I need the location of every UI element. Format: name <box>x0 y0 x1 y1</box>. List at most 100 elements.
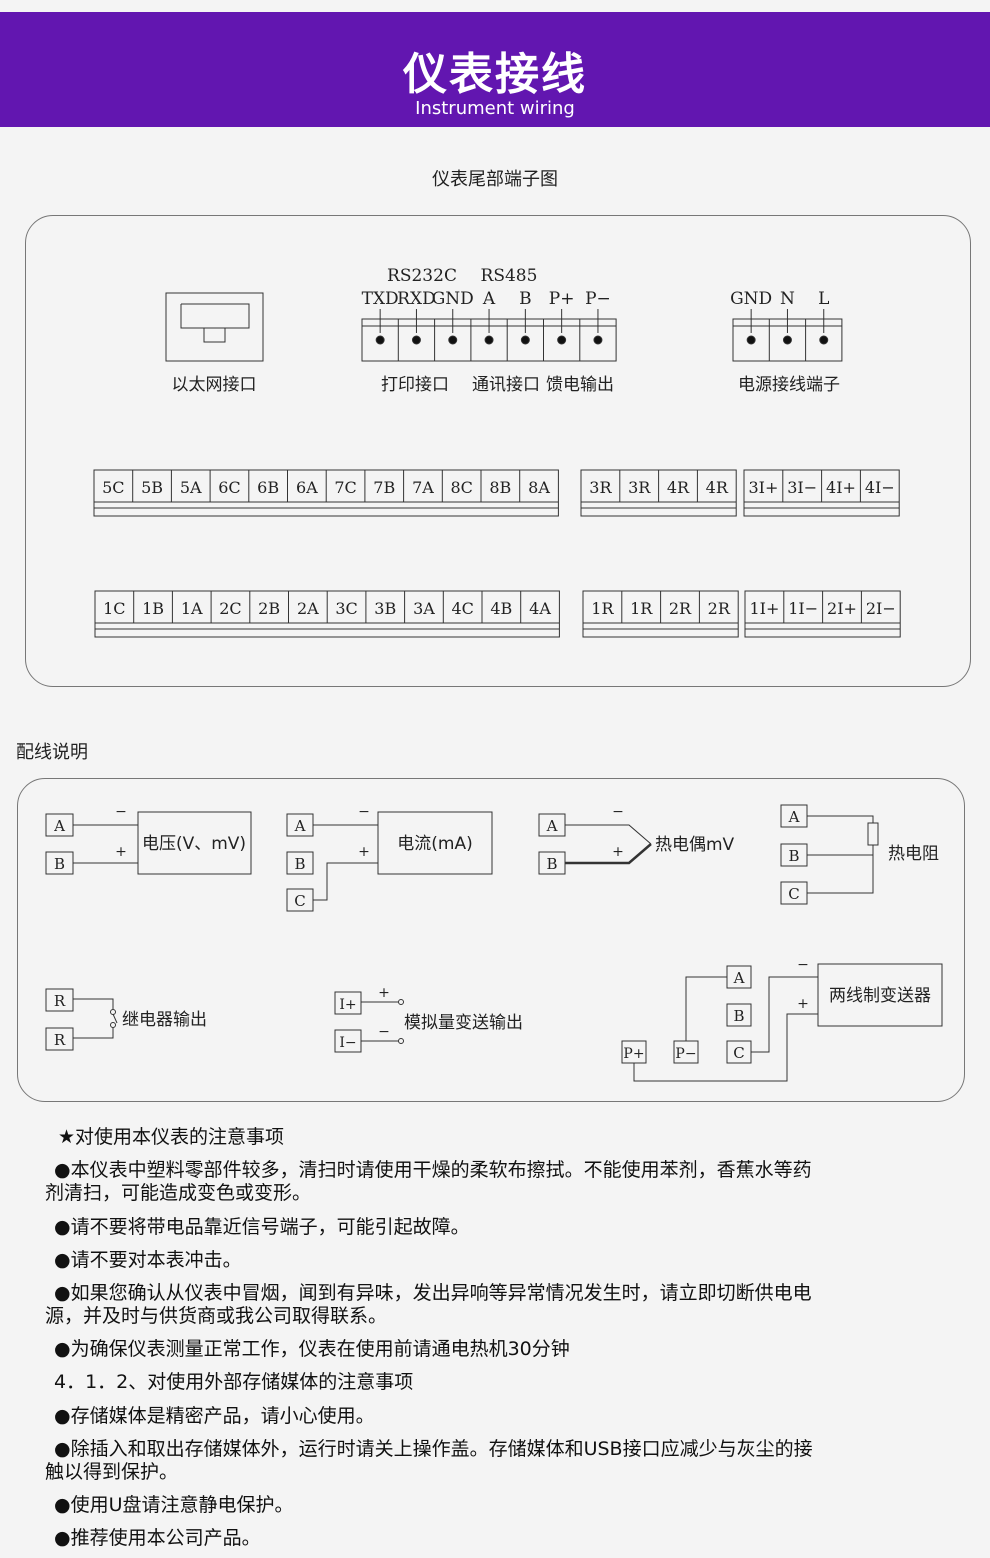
note-line: ●请不要对本表冲击。 <box>54 1249 242 1271</box>
note-line: ●本仪表中塑料零部件较多，清扫时请使用干燥的柔软布擦拭。不能使用苯剂，香蕉水等药 <box>54 1159 812 1181</box>
thermocouple-term-b: B <box>546 855 557 873</box>
voltage-sign-minus: − <box>115 804 127 820</box>
rs485-label: RS485 <box>481 266 538 286</box>
feed-term-minus: P− <box>675 1046 696 1062</box>
terminal-label: 1A <box>181 599 203 618</box>
analog-label: 模拟量变送输出 <box>404 1013 523 1033</box>
wiring-diagram-panel: A B − + 电压(V、mV) A B C − + 电流(mA) A B <box>17 778 965 1102</box>
terminal-label: 3R <box>589 478 612 497</box>
analog-sign-minus: − <box>378 1024 390 1040</box>
thermocouple-term-a: A <box>546 817 558 835</box>
terminal-label: 6C <box>218 478 240 497</box>
terminal-label: 1R <box>591 599 614 618</box>
current-label: 电流(mA) <box>397 834 472 854</box>
thermocouple-sign-plus: + <box>612 844 624 860</box>
ethernet-port-icon <box>165 292 264 362</box>
terminal-label: 4I− <box>865 478 895 497</box>
feed-term-plus: P+ <box>623 1046 644 1062</box>
terminal-label: 2I+ <box>827 599 857 618</box>
power-pin-label: GND <box>730 289 772 309</box>
wiring-section-title: 配线说明 <box>16 742 88 763</box>
terminal-label: 1B <box>142 599 164 618</box>
terminal-label: 7C <box>334 478 356 497</box>
terminal-screw-icon <box>746 335 756 345</box>
comm-port-label: 通讯接口 <box>472 375 540 395</box>
note-line: ●推荐使用本公司产品。 <box>54 1527 261 1549</box>
transmitter-term-a: A <box>733 969 745 987</box>
transmitter-label: 两线制变送器 <box>829 986 931 1006</box>
terminal-screw-icon <box>375 335 385 345</box>
comm-pin-label: GND <box>432 289 474 309</box>
voltage-label: 电压(V、mV) <box>142 834 246 854</box>
terminal-strip-top-r: 3R 3R 4R 4R <box>580 469 737 517</box>
comm-pin-label: RXD <box>397 289 436 309</box>
rs232-label: RS232C <box>387 266 457 286</box>
terminal-label: 3R <box>628 478 651 497</box>
terminal-section-title: 仪表尾部端子图 <box>432 169 558 190</box>
header-banner: 仪表接线 Instrument wiring <box>0 12 990 127</box>
terminal-label: 4R <box>706 478 729 497</box>
analog-term-minus: I− <box>339 1035 356 1051</box>
transmitter-sign-minus: − <box>797 957 809 973</box>
current-term-b: B <box>294 855 305 873</box>
comm-pin-label: B <box>519 289 532 309</box>
power-pin-label: N <box>780 289 795 309</box>
voltage-sign-plus: + <box>115 844 127 860</box>
voltage-term-b: B <box>54 855 65 873</box>
banner-title: 仪表接线 <box>403 49 587 100</box>
rtd-label: 热电阻 <box>888 844 939 864</box>
thermocouple-sign-minus: − <box>612 804 624 820</box>
current-sign-plus: + <box>358 844 370 860</box>
wiring-diagram: A B − + 电压(V、mV) A B C − + 电流(mA) A B <box>45 804 943 1082</box>
terminal-screw-icon <box>484 335 494 345</box>
terminal-label: 3B <box>374 599 396 618</box>
rtd-wiring: A B C 热电阻 <box>780 804 939 905</box>
terminal-label: 2A <box>297 599 319 618</box>
ethernet-label: 以太网接口 <box>172 375 257 395</box>
resistor-icon <box>867 822 879 846</box>
terminal-label: 1I+ <box>749 599 779 618</box>
note-line: ●为确保仪表测量正常工作，仪表在使用前请通电热机30分钟 <box>54 1338 570 1360</box>
note-line: ●如果您确认从仪表中冒烟，闻到有异味，发出异响等异常情况发生时，请立即切断供电电 <box>54 1282 812 1304</box>
banner-subtitle: Instrument wiring <box>415 98 575 119</box>
comm-pin-label: P+ <box>549 289 575 309</box>
terminal-label: 6A <box>296 478 318 497</box>
terminal-label: 2R <box>708 599 731 618</box>
transmitter-term-c: C <box>733 1044 744 1062</box>
terminal-label: 7B <box>373 478 395 497</box>
current-term-c: C <box>294 892 305 910</box>
terminal-screw-icon <box>819 335 829 345</box>
terminal-label: 4B <box>490 599 512 618</box>
terminal-label: 2I− <box>866 599 896 618</box>
terminal-label: 2R <box>669 599 692 618</box>
voltage-term-a: A <box>53 817 65 835</box>
current-term-a: A <box>294 817 306 835</box>
terminal-label: 5B <box>141 478 163 497</box>
terminal-label: 4I+ <box>826 478 856 497</box>
note-line: ●请不要将带电品靠近信号端子，可能引起故障。 <box>54 1216 470 1238</box>
power-terminal-label: 电源接线端子 <box>738 375 840 395</box>
terminal-label: 2C <box>219 599 241 618</box>
terminal-label: 5A <box>180 478 202 497</box>
terminal-label: 8A <box>528 478 550 497</box>
relay-contact-icon <box>110 1009 116 1015</box>
terminal-label: 4C <box>451 599 473 618</box>
comm-pin-label: P− <box>585 289 611 309</box>
note-line: 4．1．2、对使用外部存储媒体的注意事项 <box>54 1371 414 1393</box>
current-sign-minus: − <box>358 804 370 820</box>
rtd-term-a: A <box>788 808 800 826</box>
rtd-term-c: C <box>788 885 799 903</box>
terminal-label: 6B <box>257 478 279 497</box>
feed-output-label: 馈电输出 <box>546 375 614 395</box>
terminal-screw-icon <box>448 335 458 345</box>
terminal-label: 8B <box>489 478 511 497</box>
terminal-label: 7A <box>412 478 434 497</box>
terminal-label: 8C <box>450 478 472 497</box>
terminal-label: 4R <box>667 478 690 497</box>
